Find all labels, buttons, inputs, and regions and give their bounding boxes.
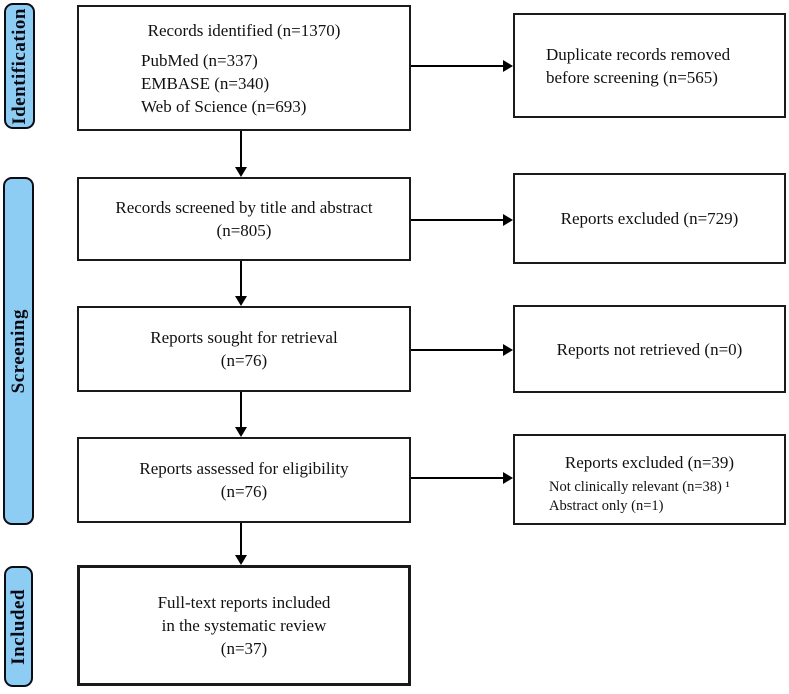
arrow-down-assessed-to-included — [234, 523, 247, 565]
source-web-of-science: Web of Science (n=693) — [141, 97, 307, 116]
arrow-right-identified-to-duplicates — [411, 59, 513, 72]
phase-label-included-text: Included — [7, 588, 29, 665]
duplicates-removed-line2: before screening (n=565) — [546, 67, 718, 87]
box-reports-assessed: Reports assessed for eligibility (n=76) — [77, 437, 411, 523]
arrow-right-screened-to-excluded — [411, 213, 513, 226]
box-reports-excluded-eligibility: Reports excluded (n=39) Not clinically r… — [513, 434, 786, 525]
records-identified-sources: PubMed (n=337) EMBASE (n=340) Web of Sci… — [141, 49, 409, 118]
box-records-identified: Records identified (n=1370) PubMed (n=33… — [77, 5, 411, 131]
arrow-down-screened-to-sought — [234, 261, 247, 306]
reports-excluded-39-title: Reports excluded (n=39) — [564, 453, 735, 472]
reason-not-clinically-relevant: Not clinically relevant (n=38) ¹ — [549, 479, 730, 495]
phase-label-identification: Identification — [4, 3, 35, 129]
fulltext-included-line3: (n=37) — [220, 639, 268, 658]
records-screened-line1: Records screened by title and abstract — [115, 198, 373, 217]
reports-assessed-line1: Reports assessed for eligibility — [139, 459, 349, 478]
records-screened-line2: (n=805) — [216, 221, 272, 240]
arrow-down-sought-to-assessed — [234, 392, 247, 437]
arrow-right-assessed-to-excluded — [411, 471, 513, 484]
reports-not-retrieved-text: Reports not retrieved (n=0) — [556, 339, 743, 359]
phase-label-screening: Screening — [3, 177, 34, 525]
phase-label-included: Included — [4, 566, 33, 687]
fulltext-included-line1: Full-text reports included — [157, 593, 331, 612]
source-embase: EMBASE (n=340) — [141, 74, 270, 93]
reports-excluded-39-reasons: Not clinically relevant (n=38) ¹ Abstrac… — [549, 478, 784, 516]
arrow-right-sought-to-not-retrieved — [411, 343, 513, 356]
reason-abstract-only: Abstract only (n=1) — [549, 498, 664, 514]
box-duplicates-removed: Duplicate records removed before screeni… — [513, 13, 786, 118]
reports-assessed-line2: (n=76) — [220, 482, 268, 501]
box-reports-not-retrieved: Reports not retrieved (n=0) — [513, 305, 786, 393]
box-records-screened: Records screened by title and abstract (… — [77, 177, 411, 261]
source-pubmed: PubMed (n=337) — [141, 51, 258, 70]
reports-sought-line1: Reports sought for retrieval — [150, 328, 338, 347]
phase-label-screening-text: Screening — [7, 308, 29, 394]
arrow-down-identified-to-screened — [234, 131, 247, 177]
reports-excluded-729-text: Reports excluded (n=729) — [560, 209, 739, 228]
fulltext-included-line2: in the systematic review — [161, 616, 327, 635]
box-fulltext-included: Full-text reports included in the system… — [77, 565, 411, 686]
reports-sought-line2: (n=76) — [220, 351, 268, 370]
box-reports-excluded-title-abstract: Reports excluded (n=729) — [513, 173, 786, 264]
phase-label-identification-text: Identification — [8, 7, 30, 125]
box-reports-sought: Reports sought for retrieval (n=76) — [77, 306, 411, 392]
duplicates-removed-line1: Duplicate records removed — [546, 44, 731, 64]
records-identified-title: Records identified (n=1370) — [147, 21, 341, 40]
